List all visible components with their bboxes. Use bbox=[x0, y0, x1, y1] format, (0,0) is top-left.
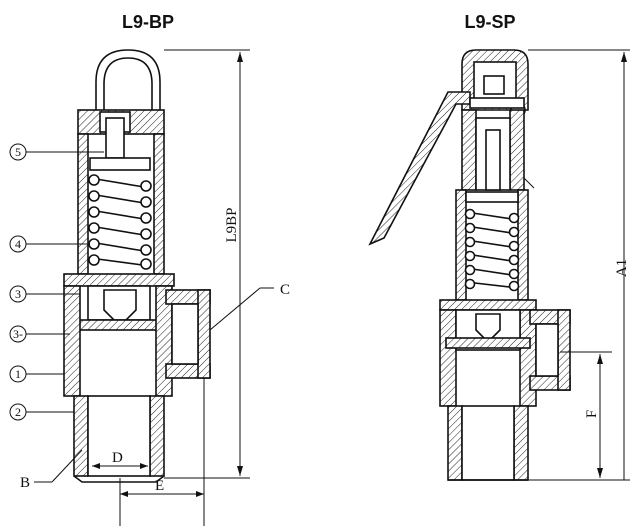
svg-text:4: 4 bbox=[15, 237, 21, 251]
title-left: L9-BP bbox=[122, 12, 174, 32]
leader-c bbox=[209, 287, 261, 331]
label-f: F bbox=[584, 410, 600, 418]
label-e: E bbox=[155, 478, 164, 494]
label-a1: A1 bbox=[614, 259, 630, 277]
callout-1: 1 bbox=[9, 365, 64, 383]
lever bbox=[368, 91, 471, 246]
valve-left bbox=[63, 49, 211, 483]
label-b: B bbox=[20, 475, 30, 491]
svg-text:2: 2 bbox=[15, 405, 21, 419]
callout-3-1: 3- bbox=[9, 325, 70, 343]
valve-right bbox=[368, 49, 571, 481]
callout-4: 4 bbox=[9, 235, 90, 253]
svg-text:5: 5 bbox=[15, 145, 21, 159]
callout-5: 5 bbox=[9, 143, 104, 161]
svg-text:3-: 3- bbox=[13, 327, 23, 341]
callout-3: 3 bbox=[9, 285, 80, 303]
leader-b bbox=[51, 449, 83, 483]
callout-2: 2 bbox=[9, 403, 74, 421]
svg-text:3: 3 bbox=[15, 287, 21, 301]
label-c: C bbox=[280, 282, 290, 298]
spring-left bbox=[88, 174, 152, 270]
spring-right bbox=[464, 208, 520, 292]
svg-text:1: 1 bbox=[15, 367, 21, 381]
title-right: L9-SP bbox=[464, 12, 515, 32]
label-l9bp: L9BP bbox=[224, 207, 240, 242]
label-d: D bbox=[112, 450, 123, 466]
